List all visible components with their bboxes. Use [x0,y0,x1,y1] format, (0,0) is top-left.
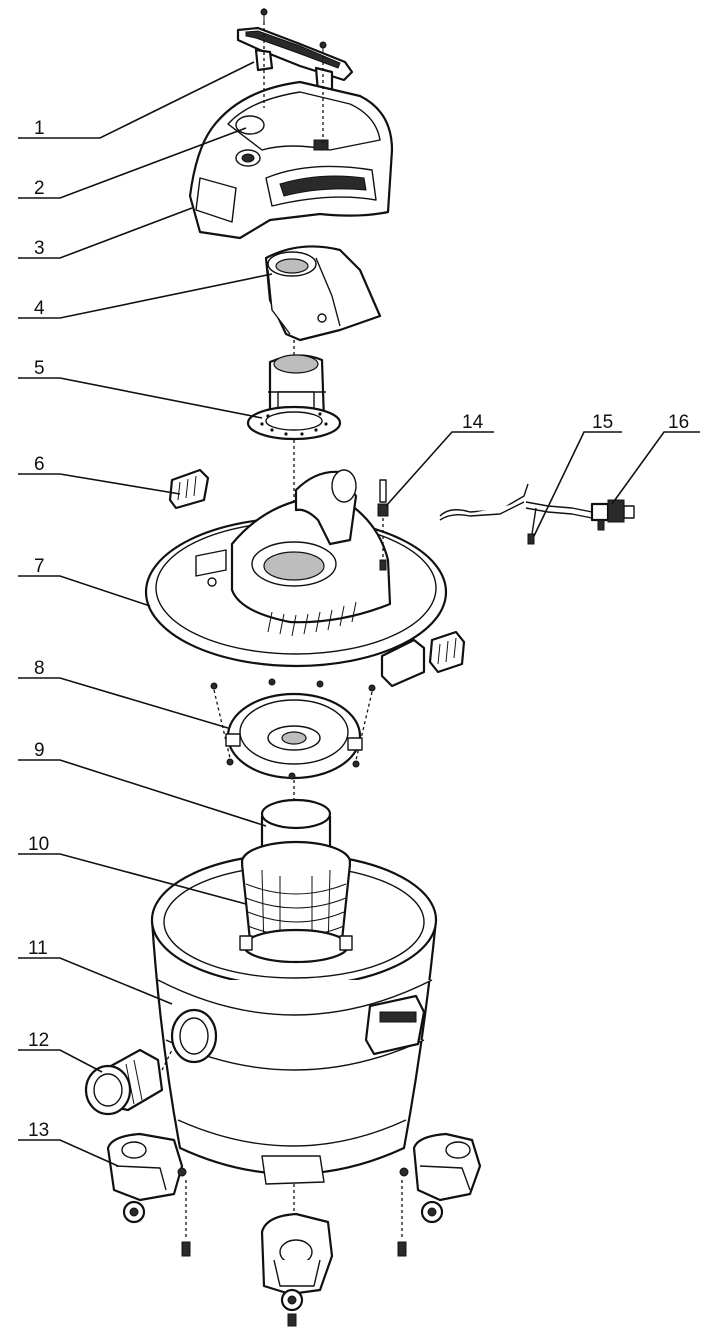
callout-9: 9 [34,740,45,761]
callout-labels: 1 2 3 4 5 6 7 8 9 10 11 12 13 14 15 16 [28,118,689,1141]
motor-cover-part [188,22,394,240]
switch-part [168,468,210,510]
callout-1: 1 [34,118,45,139]
tank-part [150,852,438,1185]
callout-5: 5 [34,358,45,379]
motor-housing-part [264,245,382,342]
caster-part [106,1132,482,1327]
screw-part [377,479,389,571]
lid-part [144,469,466,692]
callout-13: 13 [28,1120,49,1141]
motor-part [246,340,342,560]
wiring-part [439,483,593,545]
callout-10: 10 [28,834,49,855]
inlet-part [84,1048,173,1116]
callout-4: 4 [34,298,45,319]
callout-8: 8 [34,658,45,679]
callout-2: 2 [34,178,45,199]
carry-handle-part [236,8,354,96]
filter-cage-part [239,840,353,964]
callout-11: 11 [28,938,48,959]
callout-7: 7 [34,556,45,577]
callout-14: 14 [462,412,484,433]
callout-16: 16 [668,412,689,433]
power-cord-part [590,499,635,531]
filter-cage-mount-part [213,689,373,780]
callout-12: 12 [28,1030,49,1051]
callout-leaders [18,61,700,1167]
callout-6: 6 [34,454,45,475]
callout-3: 3 [34,238,45,259]
callout-15: 15 [592,412,613,433]
